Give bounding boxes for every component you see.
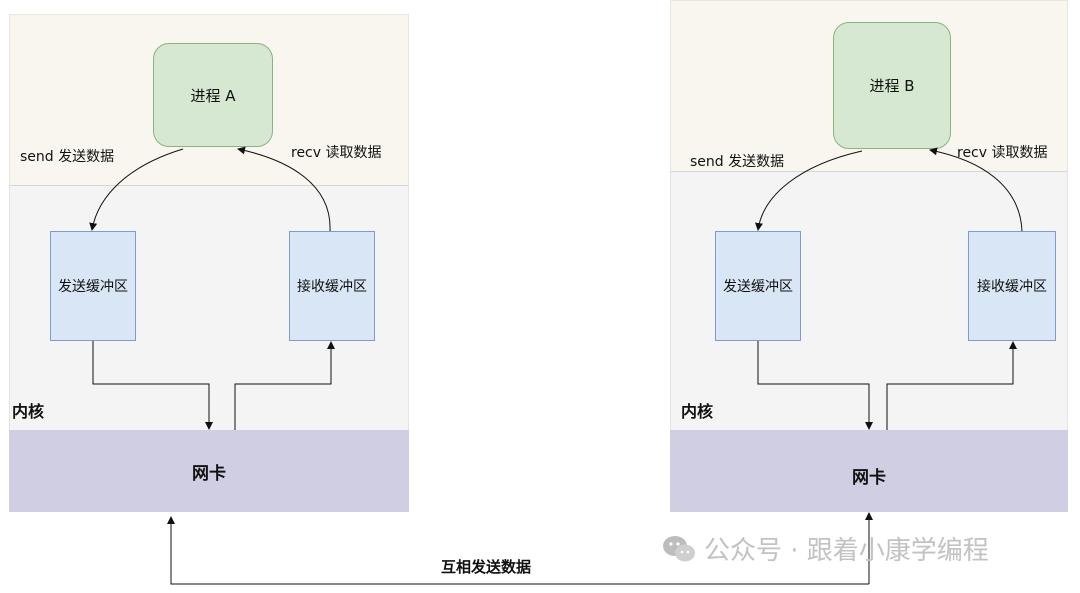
host-a-nic-label: 网卡 — [192, 463, 226, 484]
host-b-process: 进程 B — [833, 22, 951, 149]
host-a-send-buffer-label: 发送缓冲区 — [58, 279, 128, 295]
host-a-recv-buffer: 接收缓冲区 — [289, 231, 375, 341]
host-b-send-buffer: 发送缓冲区 — [715, 231, 801, 341]
host-b-send-label: send 发送数据 — [690, 154, 785, 170]
host-a-send-buffer: 发送缓冲区 — [50, 231, 136, 341]
watermark-text: 公众号 · 跟着小康学编程 — [704, 536, 989, 566]
exchange-label: 互相发送数据 — [441, 558, 532, 576]
host-a-nic: 网卡 — [9, 430, 409, 512]
host-a-recv-label: recv 读取数据 — [291, 145, 382, 161]
host-b-recv-label: recv 读取数据 — [957, 145, 1048, 161]
host-b-recv-buffer-label: 接收缓冲区 — [977, 279, 1047, 295]
host-b-send-buffer-label: 发送缓冲区 — [723, 279, 793, 295]
host-a-nic-to-recvbuf — [234, 341, 335, 430]
host-b-recv-buffer: 接收缓冲区 — [968, 231, 1056, 341]
host-b-nic-to-recvbuf — [886, 341, 1017, 430]
host-b-send-curve — [755, 150, 863, 231]
host-a-kernel-label: 内核 — [12, 402, 45, 421]
host-a-process-label: 进程 A — [190, 86, 236, 105]
host-b-kernel-label: 内核 — [681, 402, 714, 421]
host-b-recv-curve — [929, 147, 1023, 232]
host-b-process-label: 进程 B — [869, 77, 915, 95]
host-a-sendbuf-to-nic — [92, 341, 213, 430]
host-a-send-curve — [89, 148, 184, 231]
wechat-icon — [663, 535, 695, 561]
host-a-send-label: send 发送数据 — [20, 149, 115, 165]
host-a-process: 进程 A — [153, 43, 273, 147]
host-b-sendbuf-to-nic — [757, 341, 873, 430]
watermark: 公众号 · 跟着小康学编程 — [662, 530, 989, 567]
host-a-recv-curve — [237, 146, 331, 232]
host-b-nic-label: 网卡 — [852, 467, 886, 488]
host-b-nic: 网卡 — [670, 430, 1068, 512]
host-a-recv-buffer-label: 接收缓冲区 — [297, 279, 367, 295]
exchange-link — [167, 516, 869, 585]
